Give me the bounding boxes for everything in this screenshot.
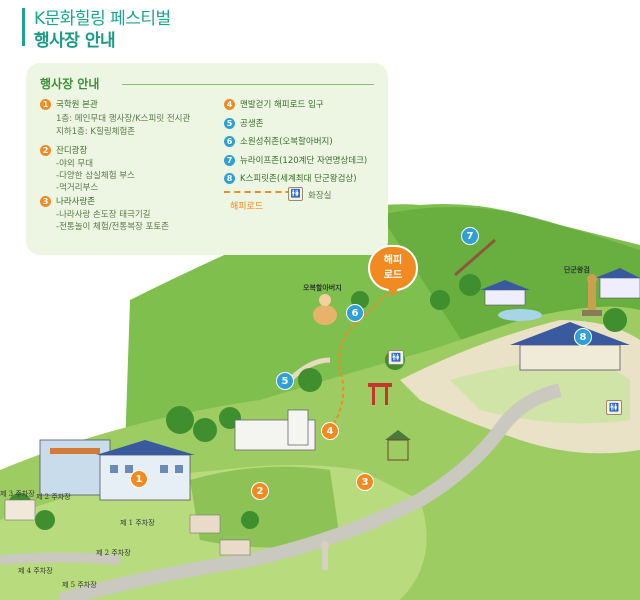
marker-number-5: 5: [224, 118, 235, 129]
happy-road-legend-label: 해피로드: [230, 202, 264, 212]
guide-item-sub: 지하1층: K힐링체험존: [56, 127, 136, 137]
map-marker-4: 4: [321, 422, 339, 440]
restroom-icon: 🚻: [606, 400, 622, 415]
parking-label: 제 3 주차장: [0, 490, 35, 498]
map-marker-5: 5: [276, 372, 294, 390]
obok-label: 오복할아버지: [303, 284, 342, 292]
parking-label: 제 1 주차장: [120, 519, 155, 527]
guide-item-sub: -다양한 삼실체험 부스: [56, 171, 135, 181]
happy-road-pin: 해피 로드: [368, 245, 418, 291]
marker-number-3: 3: [40, 196, 51, 207]
page-title: K문화힐링 페스티벌: [34, 9, 171, 29]
happy-road-pin-tip: [386, 285, 400, 297]
parking-label: 제 5 주차장: [62, 581, 97, 589]
guide-item-label: K스피릿존(세계최대 단군왕검상): [240, 174, 357, 184]
guide-item-label: 잔디광장: [56, 146, 88, 156]
happy-road-pin-line1: 해피: [383, 255, 403, 266]
parking-label: 제 2 주차장: [96, 549, 131, 557]
guide-item-sub: -야외 무대: [56, 159, 94, 169]
guide-item-sub: -전통놀이 체험/전통복장 포토존: [56, 222, 169, 232]
restroom-icon: 🚻: [288, 187, 303, 201]
map-marker-6: 6: [346, 304, 364, 322]
guide-item-label: 국학원 본관: [56, 100, 98, 110]
map-marker-3: 3: [356, 473, 374, 491]
map-marker-7: 7: [461, 227, 479, 245]
restroom-legend-label: 화장실: [308, 191, 332, 201]
happy-road-pin-line2: 로드: [383, 270, 403, 281]
map-marker-2: 2: [251, 482, 269, 500]
parking-label: 제 2 주차장: [36, 493, 71, 501]
guide-item-label: 공생존: [240, 119, 264, 129]
panel-title: 행사장 안내: [40, 77, 100, 91]
guide-item-sub: -나라사랑 손도장 태극기길: [56, 210, 151, 220]
marker-number-8: 8: [224, 173, 235, 184]
marker-number-7: 7: [224, 155, 235, 166]
happy-road-legend-line: [224, 191, 302, 193]
marker-number-6: 6: [224, 136, 235, 147]
header-accent-bar: [22, 8, 25, 46]
restroom-icon: 🚻: [388, 350, 404, 365]
marker-number-1: 1: [40, 99, 51, 110]
marker-number-2: 2: [40, 145, 51, 156]
map-marker-1: 1: [130, 470, 148, 488]
guide-item-label: 소원성취존(오복할아버지): [240, 137, 333, 147]
guide-item-label: 뉴라이프존(120계단 자연명상데크): [240, 156, 368, 166]
venue-guide-panel: 행사장 안내 1 국학원 본관 1층: 메인무대 행사장/K스피릿 전시관 지하…: [26, 63, 388, 255]
guide-item-label: 맨발걷기 해피로드 입구: [240, 100, 324, 110]
marker-number-4: 4: [224, 99, 235, 110]
guide-item-sub: 1층: 메인무대 행사장/K스피릿 전시관: [56, 114, 191, 124]
parking-label: 제 4 주차장: [18, 567, 53, 575]
guide-item-label: 나라사랑존: [56, 197, 96, 207]
map-marker-8: 8: [574, 328, 592, 346]
guide-item-sub: -먹거리부스: [56, 183, 99, 193]
dangun-label: 단군왕검: [564, 266, 590, 274]
page-subtitle: 행사장 안내: [34, 31, 116, 51]
panel-title-rule: [122, 84, 374, 85]
